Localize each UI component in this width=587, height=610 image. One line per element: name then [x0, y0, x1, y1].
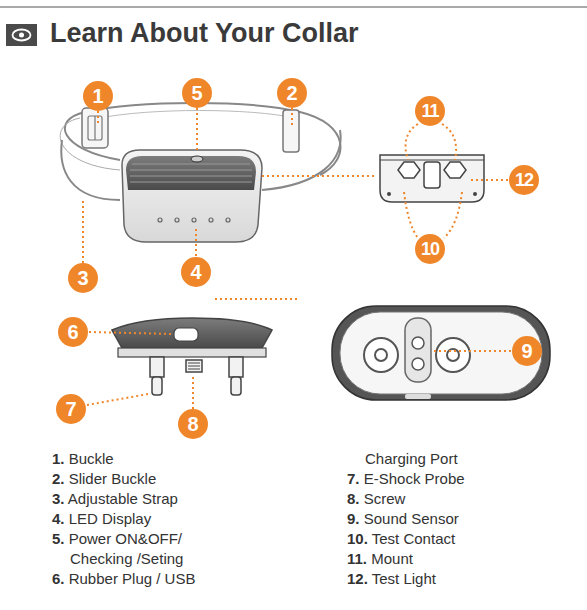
- parts-list-item: 5. Power ON&OFF/ Checking /Seting: [52, 529, 227, 569]
- callout-text: 2: [286, 83, 297, 103]
- callout-text: 9: [521, 341, 532, 361]
- page-title: Learn About Your Collar: [50, 18, 359, 49]
- leader-lines: [83, 108, 511, 409]
- part-number: 5.: [52, 530, 65, 547]
- callout-text: 3: [77, 268, 88, 288]
- part-number: 9.: [347, 510, 360, 527]
- part-name: Slider Buckle: [69, 470, 157, 487]
- callout-number: 1: [83, 81, 113, 111]
- callout-number: 3: [68, 263, 98, 293]
- part-number: 3.: [52, 490, 65, 507]
- parts-list-item: 1. Buckle: [52, 449, 227, 469]
- callout-text: 4: [190, 262, 201, 282]
- callout-number: 8: [178, 409, 208, 439]
- part-number: 6.: [52, 570, 65, 587]
- callout-text: 8: [187, 414, 198, 434]
- part-number: 7.: [347, 470, 360, 487]
- callout-text: 12: [515, 171, 533, 189]
- part-name: LED Display: [69, 510, 152, 527]
- part-number: 4.: [52, 510, 65, 527]
- parts-list: 1. Buckle2. Slider Buckle3. Adjustable S…: [52, 449, 522, 589]
- parts-list-item: 3. Adjustable Strap: [52, 489, 227, 509]
- part-number: 1.: [52, 450, 65, 467]
- callout-number: 11: [415, 96, 445, 126]
- callout-number: 4: [181, 257, 211, 287]
- part-number: 8.: [347, 490, 360, 507]
- eye-icon: [6, 24, 37, 46]
- callout-number: 7: [56, 394, 86, 424]
- callout-number: 10: [415, 234, 445, 264]
- part-name: Test Light: [372, 570, 436, 587]
- parts-list-item: 7. E-Shock Probe: [347, 469, 522, 489]
- part-name: Screw: [364, 490, 406, 507]
- part-name: E-Shock Probe: [364, 470, 465, 487]
- part-name: Sound Sensor: [364, 510, 459, 527]
- callout-number: 2: [277, 78, 307, 108]
- parts-list-item: 2. Slider Buckle: [52, 469, 227, 489]
- callout-number: 12: [509, 165, 539, 195]
- callout-text: 6: [67, 322, 78, 342]
- parts-list-item: 8. Screw: [347, 489, 522, 509]
- part-name: Test Contact: [372, 530, 455, 547]
- part-name: Adjustable Strap: [68, 490, 178, 507]
- part-number: 11.: [347, 550, 367, 567]
- callout-text: 5: [191, 83, 202, 103]
- callout-number: 5: [182, 78, 212, 108]
- part-number: 12.: [347, 570, 368, 587]
- callout-text: 1: [92, 86, 103, 106]
- callout-text: 11: [421, 102, 438, 120]
- part-name: Mount: [371, 550, 413, 567]
- callout-text: 7: [65, 399, 76, 419]
- parts-list-item: 9. Sound Sensor: [347, 509, 522, 529]
- callout-text: 10: [421, 240, 439, 258]
- part-number: 2.: [52, 470, 65, 487]
- callout-number: 9: [512, 336, 542, 366]
- parts-list-item: 10. Test Contact: [347, 529, 522, 549]
- parts-list-item: 12. Test Light: [347, 569, 522, 589]
- part-number: 10.: [347, 530, 368, 547]
- callout-number: 6: [58, 317, 88, 347]
- parts-list-item: 4. LED Display: [52, 509, 227, 529]
- parts-list-item: 11. Mount: [347, 549, 522, 569]
- part-name: Buckle: [69, 450, 114, 467]
- part-name: Power ON&OFF/ Checking /Seting: [69, 530, 184, 567]
